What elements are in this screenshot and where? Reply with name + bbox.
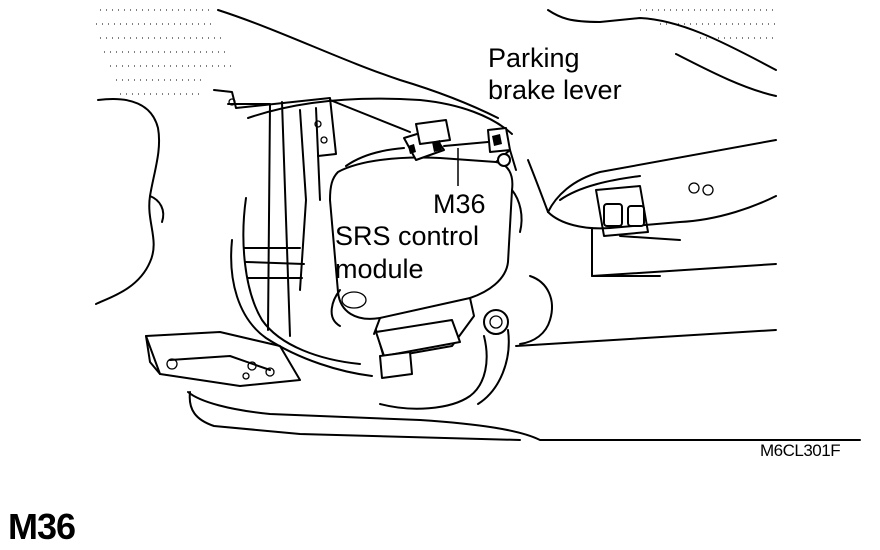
tunnel-outline <box>217 9 777 135</box>
parking-brake-label: Parking brake lever <box>488 42 622 106</box>
m36-connector <box>345 119 511 167</box>
connector-title: M36 <box>8 506 76 547</box>
background-texture <box>96 9 776 95</box>
lower-bracket-plate <box>145 331 301 387</box>
figure-code: M6CL301F <box>760 441 841 460</box>
mounting-bracket <box>213 89 373 377</box>
parking-brake-label-line1: Parking <box>488 43 580 73</box>
parking-brake-lever <box>527 139 777 277</box>
srs-control-module <box>329 149 523 410</box>
parking-brake-label-line2: brake lever <box>488 75 622 105</box>
left-body-panel <box>95 98 861 441</box>
connector-id-label: M36 <box>433 189 486 219</box>
right-floor-panel <box>515 263 777 347</box>
module-label-line2: module <box>335 254 424 284</box>
module-label-line1: SRS control <box>335 221 480 251</box>
